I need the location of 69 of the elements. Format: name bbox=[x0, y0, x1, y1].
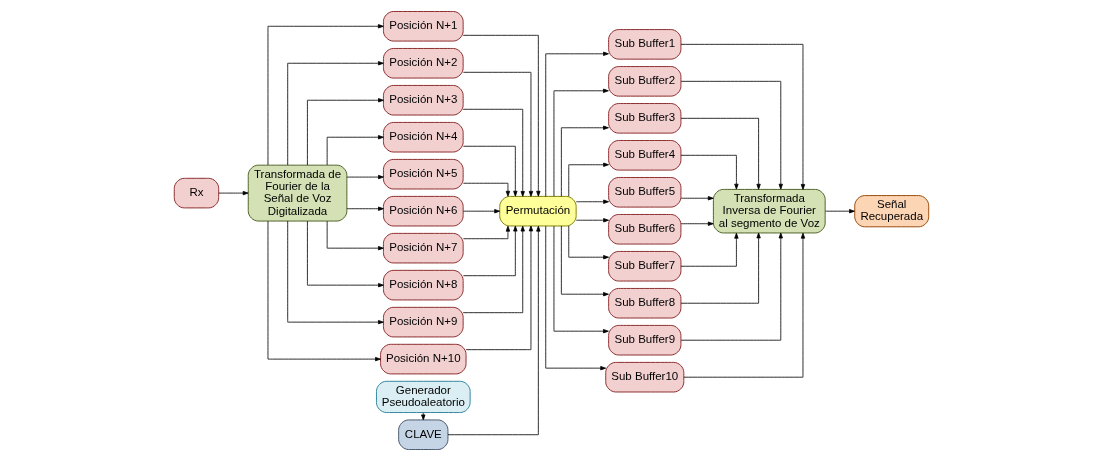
node-box: Sub Buffer1 bbox=[608, 29, 682, 60]
arrow bbox=[560, 125, 609, 197]
arrow bbox=[560, 225, 609, 297]
node-box: Sub Buffer2 bbox=[608, 66, 682, 97]
arrow bbox=[680, 80, 783, 190]
arrow bbox=[545, 225, 607, 371]
node-box: Sub Buffer9 bbox=[608, 324, 682, 356]
arrow bbox=[462, 209, 500, 214]
node-box: Posición N+5 bbox=[382, 158, 464, 190]
arrow bbox=[462, 225, 511, 240]
arrow bbox=[463, 225, 518, 277]
node-box: Permutación bbox=[499, 195, 577, 227]
arrow bbox=[575, 218, 609, 223]
node-box: Transformada de Fourier de la Señal de Voz Digitalizada bbox=[247, 164, 348, 222]
arrow bbox=[326, 135, 384, 166]
arrow bbox=[545, 51, 609, 197]
node-box: Posición N+10 bbox=[380, 343, 467, 375]
arrow bbox=[680, 232, 783, 341]
arrow bbox=[680, 221, 714, 226]
arrow bbox=[267, 24, 384, 166]
node-box: Posición N+8 bbox=[382, 269, 464, 301]
arrow bbox=[462, 71, 534, 197]
node-box: Sub Buffer5 bbox=[608, 177, 682, 208]
node-box: Sub Buffer10 bbox=[605, 361, 685, 393]
arrow bbox=[346, 174, 384, 180]
arrow bbox=[307, 220, 384, 288]
node-box: Rx bbox=[173, 177, 220, 209]
node-box: Posición N+9 bbox=[382, 306, 464, 338]
arrow bbox=[346, 206, 384, 211]
arrow bbox=[462, 182, 511, 197]
arrow bbox=[462, 108, 525, 197]
arrow bbox=[568, 162, 609, 197]
arrow bbox=[307, 98, 384, 166]
arrow bbox=[287, 220, 384, 325]
node-box: Sub Buffer3 bbox=[608, 103, 682, 134]
arrow bbox=[462, 225, 525, 314]
node-box: Sub Buffer7 bbox=[608, 250, 682, 282]
node-box: Posición N+7 bbox=[382, 232, 464, 264]
arrow bbox=[680, 232, 761, 304]
arrow bbox=[553, 225, 609, 334]
arrow bbox=[680, 43, 806, 190]
arrow bbox=[680, 154, 739, 190]
node-box: Posición N+6 bbox=[382, 195, 464, 227]
node-box: Sub Buffer4 bbox=[608, 140, 682, 171]
arrow bbox=[463, 145, 518, 197]
arrow bbox=[553, 88, 609, 197]
node-box: Sub Buffer8 bbox=[608, 287, 682, 319]
arrow bbox=[287, 61, 384, 166]
arrow bbox=[575, 199, 609, 204]
node-box: Señal Recuperada bbox=[854, 195, 930, 228]
arrow bbox=[683, 232, 806, 378]
arrow bbox=[825, 209, 855, 214]
arrow bbox=[447, 225, 541, 436]
node-box: Posición N+2 bbox=[382, 47, 464, 79]
arrow bbox=[326, 220, 384, 251]
arrow bbox=[568, 225, 609, 260]
node-box: Posición N+1 bbox=[382, 11, 464, 42]
arrow bbox=[462, 34, 541, 197]
node-box: Posición N+3 bbox=[382, 84, 464, 116]
node-box: Posición N+4 bbox=[382, 121, 464, 153]
arrow bbox=[267, 220, 381, 362]
arrow bbox=[680, 232, 739, 267]
arrow bbox=[218, 190, 249, 196]
arrow bbox=[465, 225, 534, 351]
node-box: Sub Buffer6 bbox=[608, 213, 682, 245]
arrow bbox=[680, 196, 714, 201]
node-box: CLAVE bbox=[398, 419, 449, 450]
node-box: Transformada Inversa de Fourier al segmento de Voz bbox=[712, 188, 826, 234]
arrow bbox=[680, 117, 761, 190]
